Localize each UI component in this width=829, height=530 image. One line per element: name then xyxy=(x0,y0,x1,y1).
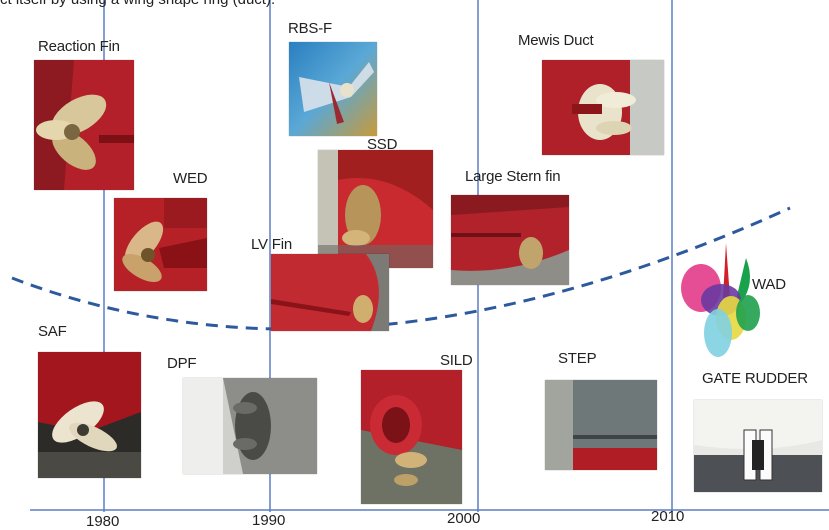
label-ssd: SSD xyxy=(367,136,398,153)
photo-mewis-duct xyxy=(542,60,664,155)
photo-wad xyxy=(676,238,776,364)
label-wad: WAD xyxy=(752,276,786,293)
label-saf: SAF xyxy=(38,323,67,340)
photo-large-stern-fin xyxy=(451,195,569,285)
label-mewis-duct: Mewis Duct xyxy=(518,32,594,49)
photo-sild xyxy=(361,370,462,504)
year-label-2010: 2010 xyxy=(651,508,685,525)
photo-reaction-fin xyxy=(34,60,134,190)
label-gate-rudder: GATE RUDDER xyxy=(702,370,808,387)
label-rbs-f: RBS-F xyxy=(288,20,333,37)
photo-gate-rudder xyxy=(694,400,822,492)
photo-dpf xyxy=(183,378,317,474)
photo-saf xyxy=(38,352,141,478)
year-label-2000: 2000 xyxy=(447,510,481,527)
label-wed: WED xyxy=(173,170,208,187)
label-reaction-fin: Reaction Fin xyxy=(38,38,120,55)
photo-rbs-f xyxy=(289,42,377,136)
label-dpf: DPF xyxy=(167,355,197,372)
label-large-stern-fin: Large Stern fin xyxy=(465,168,561,185)
photo-wed xyxy=(114,198,207,291)
caption-text: ct itself by using a wing shape ring (du… xyxy=(0,0,275,8)
photo-ssd xyxy=(318,150,433,268)
year-label-1990: 1990 xyxy=(252,512,286,529)
label-sild: SILD xyxy=(440,352,473,369)
label-step: STEP xyxy=(558,350,597,367)
photo-step xyxy=(545,380,657,470)
label-lv-fin: LV Fin xyxy=(251,236,293,253)
photo-lv-fin xyxy=(271,254,389,331)
year-label-1980: 1980 xyxy=(86,513,120,530)
